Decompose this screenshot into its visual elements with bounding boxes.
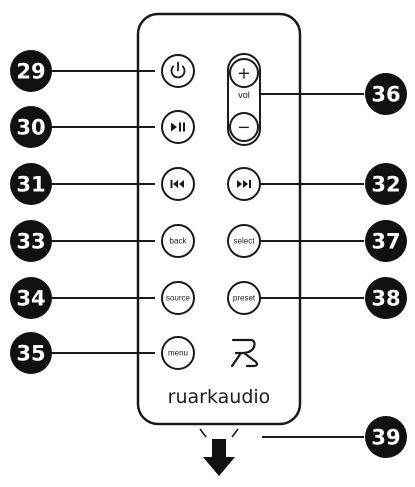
skip-previous-button[interactable] [161, 167, 195, 201]
menu-button[interactable]: menu [161, 336, 195, 370]
volume-up-button[interactable]: + [229, 58, 259, 88]
preset-button[interactable]: preset [227, 281, 261, 315]
callout-31: 31 [10, 163, 52, 205]
callout-35-number: 35 [16, 342, 45, 366]
select-button[interactable]: select [227, 224, 261, 258]
volume-up-symbol: + [237, 64, 250, 83]
callout-32-number: 32 [371, 173, 400, 197]
skip-next-button[interactable] [227, 167, 261, 201]
source-button-label: source [166, 294, 191, 303]
callout-31-number: 31 [16, 173, 45, 197]
callout-35: 35 [10, 332, 52, 374]
volume-down-symbol: − [237, 118, 250, 137]
brand-wordmark: ruarkaudio [168, 386, 271, 408]
menu-button-label: menu [168, 349, 188, 358]
select-button-label: select [234, 237, 256, 246]
volume-rocker[interactable]: + vol − [227, 53, 261, 146]
skip-previous-icon [170, 180, 184, 188]
back-button[interactable]: back [161, 224, 195, 258]
volume-down-button[interactable]: − [229, 112, 259, 142]
callout-36: 36 [365, 73, 407, 115]
callout-39: 39 [365, 416, 407, 458]
callout-38: 38 [365, 277, 407, 319]
callout-34-number: 34 [16, 287, 45, 311]
callout-29-number: 29 [16, 60, 45, 84]
callout-30: 30 [10, 106, 52, 148]
callout-39-number: 39 [371, 426, 400, 450]
callout-37-number: 37 [371, 230, 400, 254]
ir-emitter-arrow-icon [199, 428, 239, 476]
callout-29: 29 [10, 50, 52, 92]
callout-38-number: 38 [371, 287, 400, 311]
callout-36-number: 36 [371, 83, 400, 107]
ruark-logo-icon [230, 338, 259, 368]
source-button[interactable]: source [161, 281, 195, 315]
play-pause-button[interactable] [161, 110, 195, 144]
callout-33-number: 33 [16, 230, 45, 254]
preset-button-label: preset [233, 294, 256, 303]
callout-32: 32 [365, 163, 407, 205]
leader-lines [52, 70, 364, 438]
volume-label: vol [238, 90, 250, 100]
callout-30-number: 30 [16, 116, 45, 140]
callout-37: 37 [365, 220, 407, 262]
callout-33: 33 [10, 220, 52, 262]
skip-next-icon [237, 180, 251, 188]
power-icon [170, 61, 186, 79]
back-button-label: back [170, 237, 188, 246]
play-pause-icon [171, 122, 185, 132]
power-button[interactable] [161, 54, 195, 88]
callout-34: 34 [10, 277, 52, 319]
